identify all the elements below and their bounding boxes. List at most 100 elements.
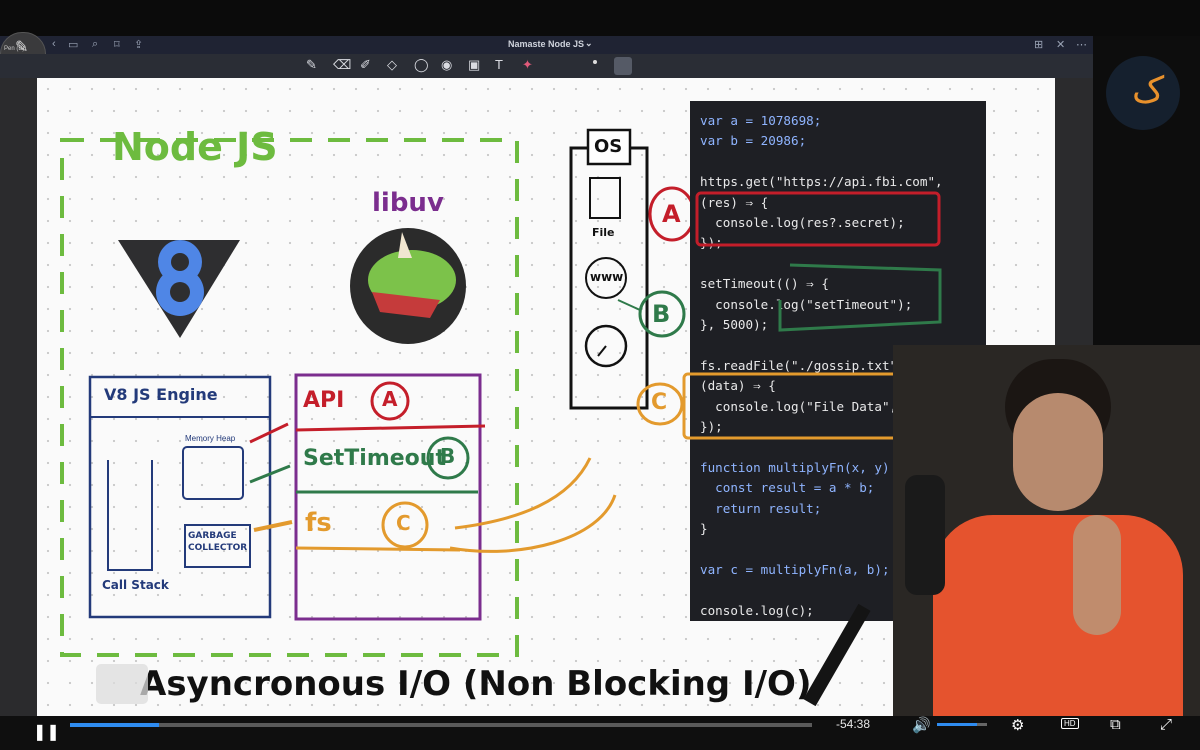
back-chevron-icon[interactable]: ‹: [52, 38, 56, 50]
marker-b-circle: [638, 290, 686, 338]
eraser-tool-icon[interactable]: ⌫: [333, 57, 352, 72]
image-tool-icon[interactable]: ▣: [468, 57, 481, 72]
lasso-tool-icon[interactable]: ◯: [414, 57, 429, 72]
code-line: console.log("setTimeout");: [700, 296, 913, 312]
code-line: });: [700, 419, 723, 434]
www-label: www: [590, 270, 624, 284]
search-icon[interactable]: ⌕: [92, 38, 99, 50]
fs-row-label: fs: [305, 508, 332, 538]
code-line: console.log(res?.secret);: [700, 215, 905, 230]
presenter-video: [893, 345, 1200, 725]
code-line: (res) ⇒ {: [700, 194, 769, 210]
code-line: });: [700, 235, 723, 251]
code-line: console.log(c);: [700, 602, 814, 618]
highlighter-tool-icon[interactable]: ✐: [360, 57, 371, 72]
bookmark-icon[interactable]: ⌑: [114, 39, 120, 51]
sidebar-icon[interactable]: ▭: [68, 39, 79, 51]
code-line: setTimeout(() ⇒ {: [700, 276, 829, 292]
curve-arrow-down: [449, 494, 617, 553]
fullscreen-icon[interactable]: ⤢: [1160, 716, 1173, 733]
stroke-width-button[interactable]: [614, 57, 632, 75]
memory-heap-box: [182, 446, 244, 500]
pen-label: Pen (B): [4, 46, 25, 52]
marker-a: A: [662, 200, 681, 228]
pencil-tool-icon[interactable]: ✎: [306, 57, 317, 72]
node-js-heading: Node JS: [112, 125, 278, 169]
dino-mouth: [372, 292, 440, 318]
channel-logo: ک: [1106, 56, 1180, 130]
file-label: File: [592, 226, 615, 239]
close-icon[interactable]: ✕: [1056, 39, 1066, 51]
settings-icon[interactable]: ⚙: [1011, 717, 1025, 734]
pause-icon[interactable]: ❚❚: [33, 724, 60, 741]
time-remaining: -54:38: [836, 717, 871, 731]
arrow-to-api: [249, 422, 289, 444]
volume-slider[interactable]: [937, 723, 987, 726]
code-box-b: [778, 263, 942, 332]
text-tool-icon[interactable]: T: [495, 57, 503, 72]
add-page-icon[interactable]: ⊞: [1034, 39, 1044, 51]
globe-icon: [585, 257, 627, 299]
api-box: [294, 373, 482, 621]
document-title[interactable]: Namaste Node JS: [508, 39, 585, 49]
code-line: return result;: [700, 500, 822, 516]
api-row-b-circle: [426, 436, 470, 480]
fs-row-mark: C: [396, 511, 411, 535]
async-io-text: Asyncronous I/O (Non Blocking I/O): [140, 664, 812, 704]
laser-tool-icon[interactable]: ✦: [522, 57, 533, 72]
pip-icon[interactable]: ⧉: [1110, 716, 1121, 733]
code-line: var a = 1078698;: [700, 113, 822, 128]
marker-b: B: [652, 300, 671, 328]
code-line: https.get("https://api.fbi.com",: [700, 174, 943, 190]
arrow-to-fs: [253, 520, 293, 532]
curve-arrow-up: [454, 457, 592, 530]
presenter-shirt: [933, 515, 1183, 725]
libuv-label: libuv: [372, 188, 444, 218]
settimeout-row-mark: B: [440, 444, 456, 468]
overlay-thumbnail[interactable]: [96, 664, 148, 704]
progress-track[interactable]: [70, 723, 812, 727]
dino-horn: [398, 232, 412, 258]
api-row-c-circle: [381, 501, 429, 549]
stopwatch-icon: [584, 324, 628, 368]
code-line: }, 5000);: [700, 317, 769, 332]
arrow-to-settimeout: [249, 464, 291, 484]
drawing-toolbar: ✎ ⌫ ✐ ◇ ◯ ◉ ▣ T ✦: [0, 54, 1093, 78]
player-controls: ❚❚ -54:38 🔊 ⚙ HD ⧉ ⤢: [0, 716, 1200, 750]
presenter-hands: [1073, 515, 1121, 635]
title-chevron-icon[interactable]: ⌄: [585, 38, 593, 48]
channel-logo-icon: ک: [1132, 70, 1165, 111]
code-line: var b = 20986;: [700, 133, 807, 149]
volume-icon[interactable]: 🔊: [912, 717, 931, 734]
settimeout-row-label: SetTimeout: [303, 446, 446, 471]
api-row-a-circle: [370, 381, 410, 421]
presenter-face: [1013, 393, 1103, 511]
api-row-mark: A: [382, 387, 398, 411]
v8-engine-box: [88, 375, 272, 619]
more-icon[interactable]: ⋯: [1076, 39, 1087, 51]
share-icon[interactable]: ⇪: [134, 39, 144, 51]
video-top-bar: [0, 0, 1200, 36]
pen-icon: ✎: [15, 39, 29, 56]
microphone: [905, 475, 945, 595]
os-label-box: [586, 128, 632, 166]
hd-badge[interactable]: HD: [1061, 718, 1079, 729]
code-line: var c = multiplyFn(a, b);: [700, 561, 890, 577]
code-box-a: [695, 191, 941, 247]
node-js-dashed-box: [60, 138, 519, 657]
color-dot[interactable]: [593, 60, 597, 64]
code-line: const result = a * b;: [700, 480, 875, 496]
engine-label: V8 JS Engine: [104, 385, 218, 404]
shapes-tool-icon[interactable]: ◇: [387, 57, 397, 72]
call-stack-shape: [107, 460, 153, 571]
memory-heap-label: Memory Heap: [185, 434, 236, 443]
gc-box: [184, 524, 251, 568]
app-title-bar: ‹ ▭ ⌕ ⌑ ⇪ Namaste Node JS ⌄ ⊞ ✕ ⋯: [0, 36, 1093, 54]
code-line: (data) ⇒ {: [700, 378, 776, 394]
element-tool-icon[interactable]: ◉: [441, 57, 453, 72]
marker-c-circle: [636, 382, 684, 426]
api-row-label: API: [303, 388, 345, 413]
marker-c: C: [651, 390, 668, 415]
os-label: OS: [594, 136, 623, 157]
